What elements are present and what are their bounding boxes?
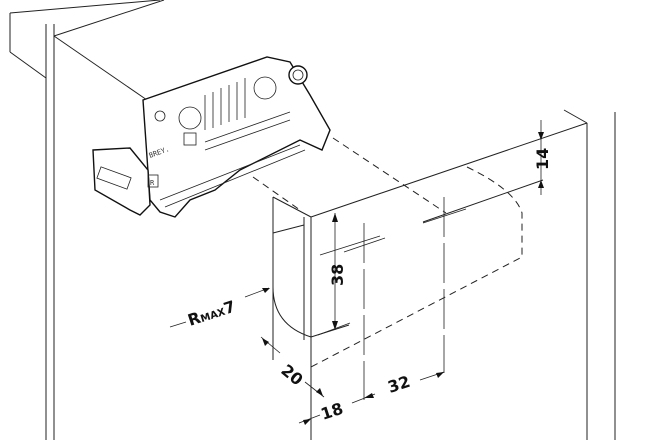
svg-text:RMAX7: RMAX7 [185, 297, 237, 330]
dimension-20: 20 [260, 336, 325, 398]
dimension-38: 38 [317, 213, 381, 336]
dimension-18-32: 18 32 [298, 371, 445, 425]
dim-depth: 20 [277, 361, 306, 390]
radius-prefix: R [185, 308, 203, 330]
cabinet-top-board [9, 0, 161, 79]
dim-top-offset: 14 [533, 148, 552, 170]
drawer-panel [252, 122, 588, 440]
hole-centerlines [343, 197, 467, 400]
left-side-panel [45, 0, 165, 440]
right-side-panel [563, 109, 616, 440]
dim-hole-spacing: 32 [385, 372, 412, 397]
dimension-radius: RMAX7 [169, 287, 270, 330]
hinge-housing: BREY. R [92, 56, 331, 218]
dim-height: 38 [328, 264, 347, 286]
dimension-14: 14 [533, 120, 552, 195]
radius-sub: MAX [199, 307, 227, 325]
side-mark: R [150, 179, 155, 187]
dim-panel-thickness: 18 [318, 399, 345, 424]
